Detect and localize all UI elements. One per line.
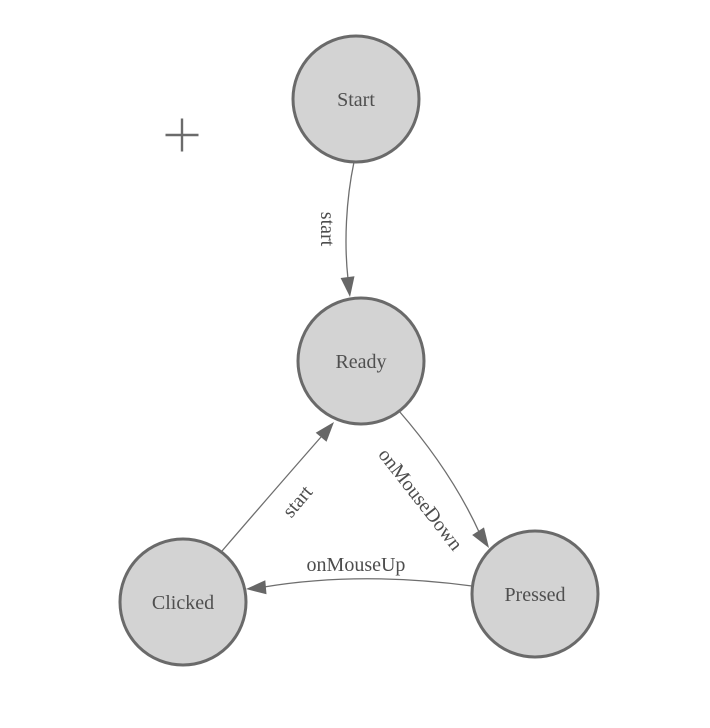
edge-start-to-ready-line[interactable]: [345, 161, 355, 280]
node-ready[interactable]: Ready: [296, 296, 426, 426]
arrowhead-icon: [246, 580, 267, 595]
edge-ready-to-pressed-line[interactable]: [398, 410, 481, 535]
node-start-label: Start: [337, 89, 375, 111]
edge-pressed-to-clicked-line[interactable]: [263, 578, 473, 588]
arrowhead-icon: [315, 422, 334, 442]
edge-label-start-top: start: [316, 212, 338, 247]
crosshair-icon: [165, 118, 199, 152]
edge-ready-to-pressed[interactable]: onMouseDown: [374, 410, 489, 555]
node-ready-label: Ready: [335, 351, 386, 373]
node-pressed-label: Pressed: [504, 584, 565, 606]
node-ready-circle[interactable]: [296, 296, 426, 426]
node-start-circle[interactable]: [291, 34, 421, 164]
node-pressed-circle[interactable]: [470, 529, 600, 659]
node-start[interactable]: Start: [291, 34, 421, 164]
edge-clicked-to-ready-line[interactable]: [221, 436, 322, 552]
node-clicked-circle[interactable]: [118, 537, 248, 667]
node-clicked-label: Clicked: [152, 592, 214, 614]
edge-label-onmouseup: onMouseUp: [307, 554, 406, 576]
edge-pressed-to-clicked[interactable]: onMouseUp: [246, 554, 473, 595]
edge-label-onmousedown: onMouseDown: [374, 444, 467, 555]
edge-clicked-to-ready[interactable]: start: [221, 422, 334, 552]
node-pressed[interactable]: Pressed: [470, 529, 600, 659]
arrowhead-icon: [340, 276, 355, 297]
node-clicked[interactable]: Clicked: [118, 537, 248, 667]
edge-label-start-bottom: start: [278, 481, 317, 522]
arrowhead-icon: [472, 527, 489, 548]
edge-start-to-ready[interactable]: start: [316, 161, 355, 297]
